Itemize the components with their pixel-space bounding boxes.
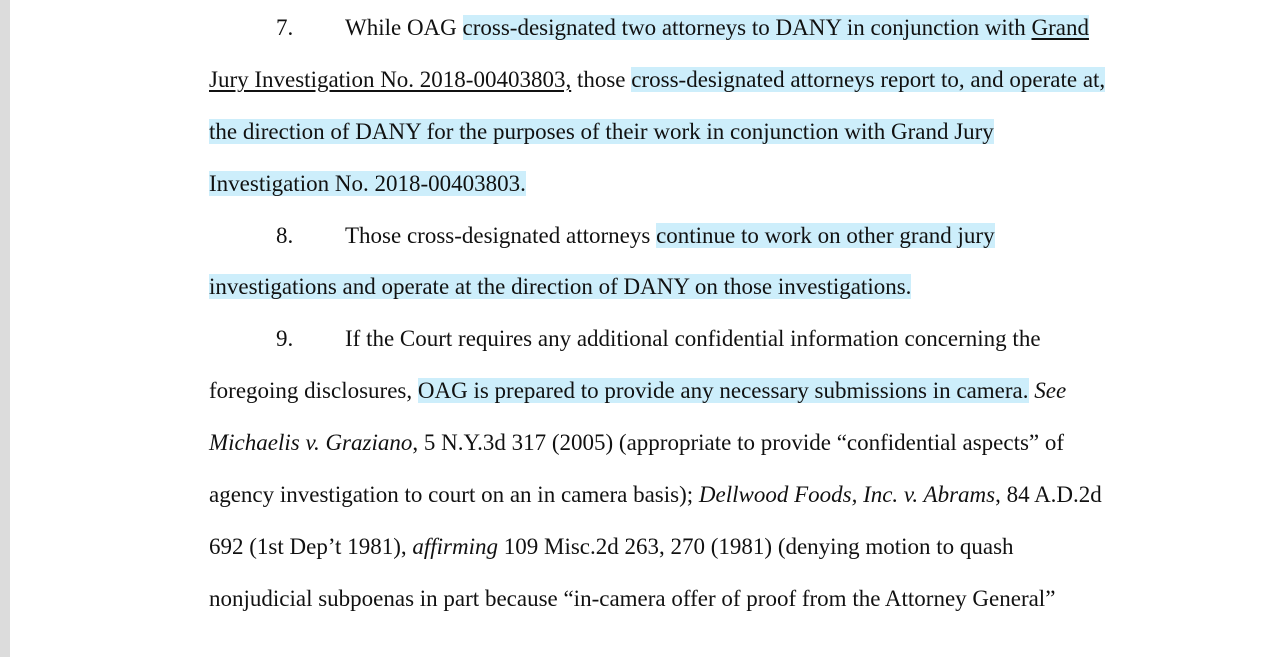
- paragraph-number: 8.: [276, 223, 294, 248]
- italic-text: See: [1034, 378, 1067, 403]
- text-segment: 109 Misc.2d 263, 270 (1981) (denying mot…: [498, 534, 1014, 559]
- text-segment: 692 (1st Dep’t 1981),: [209, 534, 413, 559]
- text-segment: While OAG: [345, 15, 463, 40]
- highlighted-text: continue to work on other grand jury: [656, 223, 995, 248]
- paragraph-7-line-3: the direction of DANY for the purposes o…: [209, 118, 994, 146]
- paragraph-7-line-2: Jury Investigation No. 2018-00403803, th…: [209, 66, 1106, 94]
- text-segment: , 84 A.D.2d: [995, 482, 1102, 507]
- text-segment: those: [571, 67, 632, 92]
- left-edge-bar: [0, 0, 10, 657]
- highlighted-text: cross-designated attorneys report to, an…: [631, 67, 1106, 92]
- paragraph-number: 7.: [276, 15, 294, 40]
- paragraph-9-line-4: agency investigation to court on an in c…: [209, 481, 1102, 509]
- highlighted-text: the direction of DANY for the purposes o…: [209, 119, 994, 144]
- paragraph-number: 9.: [276, 326, 294, 351]
- text-segment: If the Court requires any additional con…: [345, 326, 1041, 351]
- paragraph-9-line-3: Michaelis v. Graziano, 5 N.Y.3d 317 (200…: [209, 429, 1064, 457]
- italic-text: affirming: [412, 534, 498, 559]
- highlighted-text: OAG is prepared to provide any necessary…: [417, 378, 1029, 403]
- case-citation: Dellwood Foods, Inc. v. Abrams: [698, 482, 996, 507]
- text-segment: Those cross-designated attorneys: [345, 223, 657, 248]
- underlined-text: Jury Investigation No. 2018-00403803,: [209, 67, 572, 92]
- highlighted-text: Investigation No. 2018-00403803.: [209, 171, 526, 196]
- text-segment: agency investigation to court on an in c…: [209, 482, 699, 507]
- paragraph-8-line-2: investigations and operate at the direct…: [209, 273, 912, 301]
- paragraph-9-line-5: 692 (1st Dep’t 1981), affirming 109 Misc…: [209, 533, 1014, 561]
- text-segment: foregoing disclosures,: [209, 378, 418, 403]
- case-citation: Michaelis v. Graziano: [209, 430, 413, 455]
- text-segment: , 5 N.Y.3d 317 (2005) (appropriate to pr…: [412, 430, 1065, 455]
- highlighted-text: investigations and operate at the direct…: [209, 274, 912, 299]
- text-segment: nonjudicial subpoenas in part because “i…: [209, 586, 1056, 611]
- paragraph-9-line-2: foregoing disclosures, OAG is prepared t…: [209, 377, 1066, 405]
- underlined-text: Grand: [1031, 15, 1089, 40]
- paragraph-7-line-4: Investigation No. 2018-00403803.: [209, 170, 526, 198]
- highlighted-text: cross-designated two attorneys to DANY i…: [462, 15, 1032, 40]
- paragraph-9-line-6: nonjudicial subpoenas in part because “i…: [209, 585, 1055, 613]
